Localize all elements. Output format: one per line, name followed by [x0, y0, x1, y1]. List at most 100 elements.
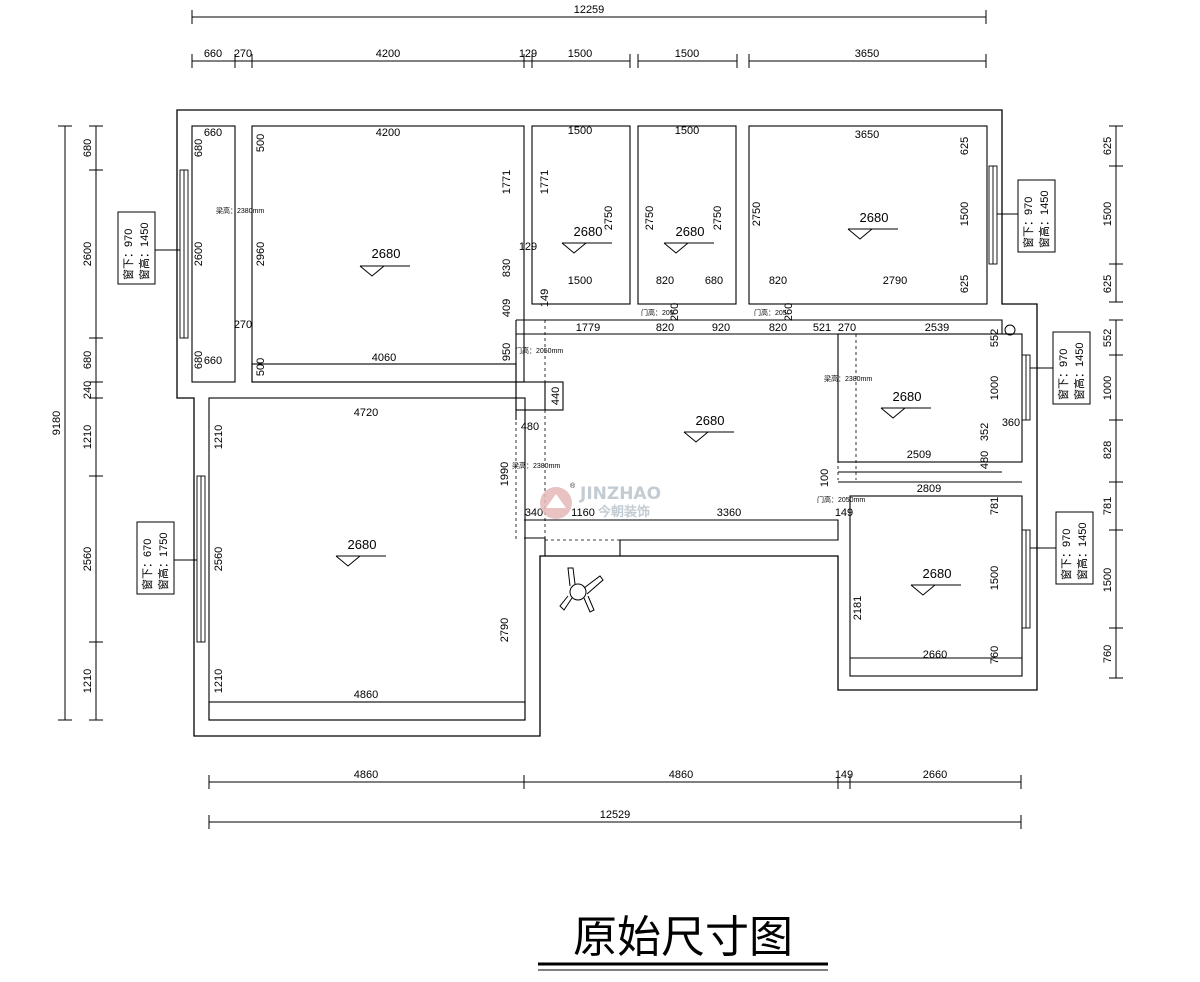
height-mark-room4: 2680	[847, 210, 898, 240]
svg-text:1210: 1210	[213, 669, 225, 693]
svg-text:窗下：670: 窗下：670	[140, 539, 154, 590]
svg-text:625: 625	[959, 275, 971, 293]
left-dim-6: 2560	[82, 547, 94, 571]
height-mark-room2: 2680	[561, 224, 612, 254]
svg-text:窗高：1450: 窗高：1450	[137, 223, 151, 280]
left-dim-4: 240	[82, 381, 94, 399]
left-dim-5: 1210	[82, 425, 94, 449]
left-total-dim: 9180	[51, 411, 63, 435]
svg-text:1500: 1500	[959, 202, 971, 226]
svg-text:4060: 4060	[372, 352, 396, 364]
top-dim-4: 129	[519, 48, 537, 60]
right-dim-6: 828	[1102, 441, 1114, 459]
svg-text:440: 440	[550, 387, 562, 405]
window-note-2: 窗下：670 窗高：1750	[136, 521, 197, 595]
svg-text:820: 820	[769, 275, 787, 287]
svg-text:2960: 2960	[255, 242, 267, 266]
bottom-dim-3: 149	[835, 769, 853, 781]
svg-text:2809: 2809	[917, 483, 941, 495]
svg-text:2539: 2539	[925, 322, 949, 334]
svg-text:660: 660	[204, 127, 222, 139]
svg-text:2680: 2680	[574, 224, 603, 239]
svg-text:窗下：970: 窗下：970	[1056, 349, 1070, 400]
bottom-dimensions: 4860 4860 149 2660 12529	[208, 769, 1022, 829]
svg-text:梁高：2380mm: 梁高：2380mm	[216, 206, 264, 215]
svg-text:JINZHAO: JINZHAO	[579, 484, 661, 504]
svg-text:1210: 1210	[213, 425, 225, 449]
svg-text:门高：2050mm: 门高：2050mm	[817, 495, 865, 504]
svg-text:340: 340	[525, 507, 543, 519]
window-note-3: 窗下：970 窗高：1450	[997, 179, 1056, 253]
svg-text:820: 820	[656, 322, 674, 334]
svg-text:门高：205: 门高：205	[754, 308, 787, 317]
svg-text:552: 552	[989, 329, 1001, 347]
svg-text:2750: 2750	[644, 206, 656, 230]
svg-text:149: 149	[539, 289, 551, 307]
left-dim-7: 1210	[82, 669, 94, 693]
right-dim-7: 781	[1102, 497, 1114, 515]
svg-text:2750: 2750	[603, 206, 615, 230]
svg-text:2181: 2181	[852, 596, 864, 620]
ceiling-height-labels: 2680 2680 2680 2680 2680 2680 2680 2680	[335, 210, 961, 596]
inner-dimensions-room1: 660 680 2600 680 660 270 500 2960 500 42…	[193, 127, 513, 376]
svg-text:480: 480	[521, 421, 539, 433]
svg-text:2680: 2680	[696, 413, 725, 428]
svg-text:窗高：1750: 窗高：1750	[156, 533, 170, 590]
svg-text:781: 781	[989, 497, 1001, 515]
height-mark-room5: 2680	[335, 537, 386, 567]
right-dim-4: 552	[1102, 329, 1114, 347]
svg-text:2680: 2680	[923, 566, 952, 581]
svg-text:梁高：2380mm: 梁高：2380mm	[824, 374, 872, 383]
svg-text:760: 760	[989, 646, 1001, 664]
svg-text:1779: 1779	[576, 322, 600, 334]
height-mark-room6: 2680	[880, 389, 931, 419]
svg-text:100: 100	[819, 469, 831, 487]
svg-text:1990: 1990	[499, 462, 511, 486]
bottom-dim-1: 4860	[354, 769, 378, 781]
inner-dimensions-room6: 1000 352 360 480 2509 100 2809 梁高：2380mm…	[817, 374, 1020, 504]
svg-text:2680: 2680	[348, 537, 377, 552]
drawing-title-block: 原始尺寸图	[538, 912, 828, 971]
svg-text:窗下：970: 窗下：970	[121, 229, 135, 280]
window-note-5: 窗下：970 窗高：1450	[1030, 511, 1094, 585]
svg-text:窗下：970: 窗下：970	[1059, 529, 1073, 580]
svg-text:129: 129	[519, 241, 537, 253]
right-dim-9: 760	[1102, 645, 1114, 663]
svg-text:2680: 2680	[676, 224, 705, 239]
right-dim-5: 1000	[1102, 376, 1114, 400]
svg-text:830: 830	[501, 259, 513, 277]
svg-text:1160: 1160	[571, 507, 595, 519]
svg-text:480: 480	[979, 451, 991, 469]
brand-watermark: JINZHAO 今朝装饰 ®	[540, 482, 661, 520]
svg-text:680: 680	[705, 275, 723, 287]
top-total-dim: 12259	[574, 4, 605, 16]
inner-dimensions-room3: 1500 2750 2750 820 680 260 820 920 门高：20…	[641, 125, 730, 334]
svg-text:352: 352	[979, 423, 991, 441]
svg-text:1500: 1500	[568, 125, 592, 137]
outer-walls	[176, 109, 1038, 737]
svg-text:2750: 2750	[712, 206, 724, 230]
inner-dimensions-room7: 781 1500 760 2181 2660	[852, 497, 1001, 664]
window-marks	[179, 165, 1031, 643]
svg-text:1500: 1500	[989, 566, 1001, 590]
svg-text:260: 260	[783, 303, 795, 321]
svg-text:950: 950	[501, 343, 513, 361]
height-mark-room3: 2680	[663, 224, 714, 254]
svg-text:625: 625	[959, 137, 971, 155]
svg-text:门高：205: 门高：205	[641, 308, 674, 317]
svg-text:2680: 2680	[860, 210, 889, 225]
svg-text:660: 660	[204, 355, 222, 367]
height-mark-living: 2680	[683, 413, 734, 443]
left-dim-2: 2600	[82, 242, 94, 266]
svg-text:1500: 1500	[568, 275, 592, 287]
svg-text:窗高：1450: 窗高：1450	[1072, 343, 1086, 400]
svg-text:680: 680	[193, 351, 205, 369]
window-note-4: 窗下：970 窗高：1450	[1030, 331, 1091, 405]
left-dim-1: 680	[82, 139, 94, 157]
svg-text:2509: 2509	[907, 449, 931, 461]
inner-dimensions-room4: 3650 625 1500 625 2750 820 2790 260 820 …	[751, 129, 1001, 347]
svg-text:820: 820	[656, 275, 674, 287]
svg-text:窗下：970: 窗下：970	[1021, 197, 1035, 248]
svg-text:2680: 2680	[372, 246, 401, 261]
